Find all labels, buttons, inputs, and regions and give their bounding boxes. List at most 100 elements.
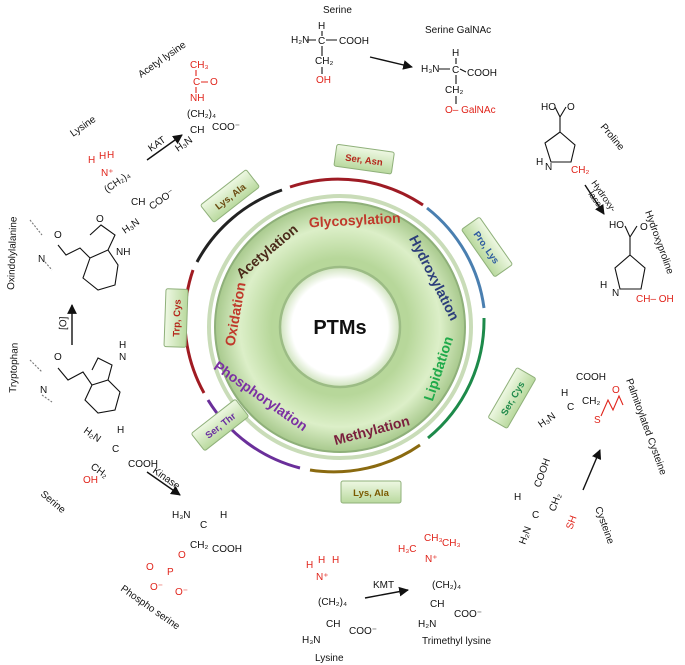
hydroxyproline-label: Hydroxyproline [642,209,675,276]
serine-glycosylation-reaction: Serine H H₂N C COOH CH₂ OH Serine GalNAc… [291,5,497,116]
serine-galnac-label: Serine GalNAc [425,25,491,36]
glycosylation-arrow [369,56,413,70]
chem-ch2: CH₂ [190,540,208,551]
lysine-methylation-reaction: H H H N⁺ (CH₂)₄ CH COO⁻ H₃N Lysine KMT C… [302,533,492,664]
chem-ho: HO [541,102,556,113]
chem-o: O [96,214,104,225]
chem-c: C [532,510,539,521]
kmt-arrow [364,586,409,599]
chem-coo: COO⁻ [349,626,377,637]
cysteine-lipidation-reaction: H COOH H₃N C CH₂ S O Palmitoylated Cyste… [514,372,668,546]
chem-o: O [54,230,62,241]
chem-oh: OH [316,75,331,86]
chem-o: O [54,352,62,363]
chem-ch2-4: (CH₂)₄ [187,109,216,120]
proline-hydroxylation-reaction: HO O H N CH₂ Proline Hydroxy- lase Hydro… [536,102,675,305]
serine-left-label: Serine [38,489,68,516]
chem-cooh: COOH [128,459,158,470]
chem-n: N [40,385,47,396]
residue-label: Ser, Asn [345,153,384,169]
kinase-label: Kinase [150,465,182,492]
hydroxylase-arrow [584,184,605,215]
chem-h3n: H₃N [120,217,141,237]
residue-box-ser-thr: Ser, Thr [191,399,249,451]
chem-oh: OH [83,475,98,486]
chem-h3n: H₃N [302,635,321,646]
chem-cooh: COOH [576,372,606,383]
residue-box-ser-asn: Ser, Asn [333,143,395,175]
chem-ho: HO [609,220,624,231]
chem-o: O [640,222,648,233]
chem-ch: CH [430,599,444,610]
chem-o: O [567,102,575,113]
chem-ch3: CH₃ [424,533,443,544]
chem-c: C [567,402,574,413]
residue-box-lys-ala-bottom: Lys, Ala [340,480,402,504]
kinase-arrow [146,471,181,496]
chem-ominus: O⁻ [175,587,188,598]
kat-label: KAT [146,135,168,155]
chem-h2n: H₂N [291,35,309,46]
chem-ch2: CH₂ [445,85,463,96]
chem-ch2: CH₂ [571,165,589,176]
chem-h2n: H₂N [418,619,436,630]
chem-h: H [318,555,325,566]
palmitoylated-cysteine-label: Palmitoylated Cysteine [623,377,668,477]
chem-h: H [452,48,459,59]
chem-ch2-4: (CH₂)₄ [432,580,461,591]
chem-n: N [38,254,45,265]
residue-label: Trp, Cys [171,299,183,337]
serine-phosphorylation-reaction: H₂N H C COOH CH₂ OH Serine Kinase H₃N H … [38,425,242,633]
chem-h: H [88,155,95,166]
chem-h: H [220,510,227,521]
chem-s: S [594,415,601,426]
chem-h2n: H₂N [81,425,102,445]
chem-nh: NH [116,247,130,258]
chem-ch3: CH₃ [442,538,461,549]
chem-c: C [193,77,200,88]
chem-h: H [99,151,106,162]
chem-cooh: COOH [339,36,369,47]
lysine-bottom-label: Lysine [315,653,344,664]
oxindolylalanine-label: Oxindolylalanine [6,216,20,290]
chem-cooh: COOH [467,68,497,79]
tryptophan-label: Tryptophan [8,343,21,394]
kmt-label: KMT [373,580,394,591]
chem-h: H [536,157,543,168]
chem-ch: CH [131,197,145,208]
chem-ch2: CH₂ [582,396,600,407]
chem-ominus: O⁻ [150,582,163,593]
chem-sh: SH [564,514,579,531]
chem-p: P [167,567,174,578]
chem-h: H [306,560,313,571]
residue-label: Lys, Ala [353,488,389,499]
chem-h3n: H₃N [173,135,194,155]
chem-coo: COO⁻ [212,122,240,133]
chem-coo: COO⁻ [454,609,482,620]
chem-h: H [119,340,126,351]
chem-c: C [200,520,207,531]
chem-cooh: COOH [212,544,242,555]
lipidation-arrow [582,449,602,491]
chem-h3n: H₃N [172,510,191,521]
chem-nh: NH [190,93,204,104]
chem-ch-oh: CH– OH [636,294,674,305]
chem-o: O [612,385,620,396]
chem-o: O [210,77,218,88]
chem-ch2: CH₂ [315,56,333,67]
chem-c: C [112,444,119,455]
chem-h3c: H₃C [398,544,417,555]
galnac-label: O– GalNAc [445,105,496,116]
chem-ch: CH [326,619,340,630]
chem-ch: CH [190,125,204,136]
chem-coo: COO⁻ [147,187,176,212]
oxidant-label: [O] [58,316,69,330]
residue-box-pro-lys: Pro, Lys [461,217,513,277]
cysteine-label: Cysteine [592,505,616,546]
chem-n: N [119,352,126,363]
tryptophan-oxidation-reaction: Oxindolylalanine O N O NH [O] Tryptophan… [6,214,130,414]
chem-o: O [146,562,154,573]
residue-box-ser-cys: Ser, Cys [488,367,536,429]
chem-c: C [452,65,459,76]
ptm-ring-edge [207,194,473,460]
